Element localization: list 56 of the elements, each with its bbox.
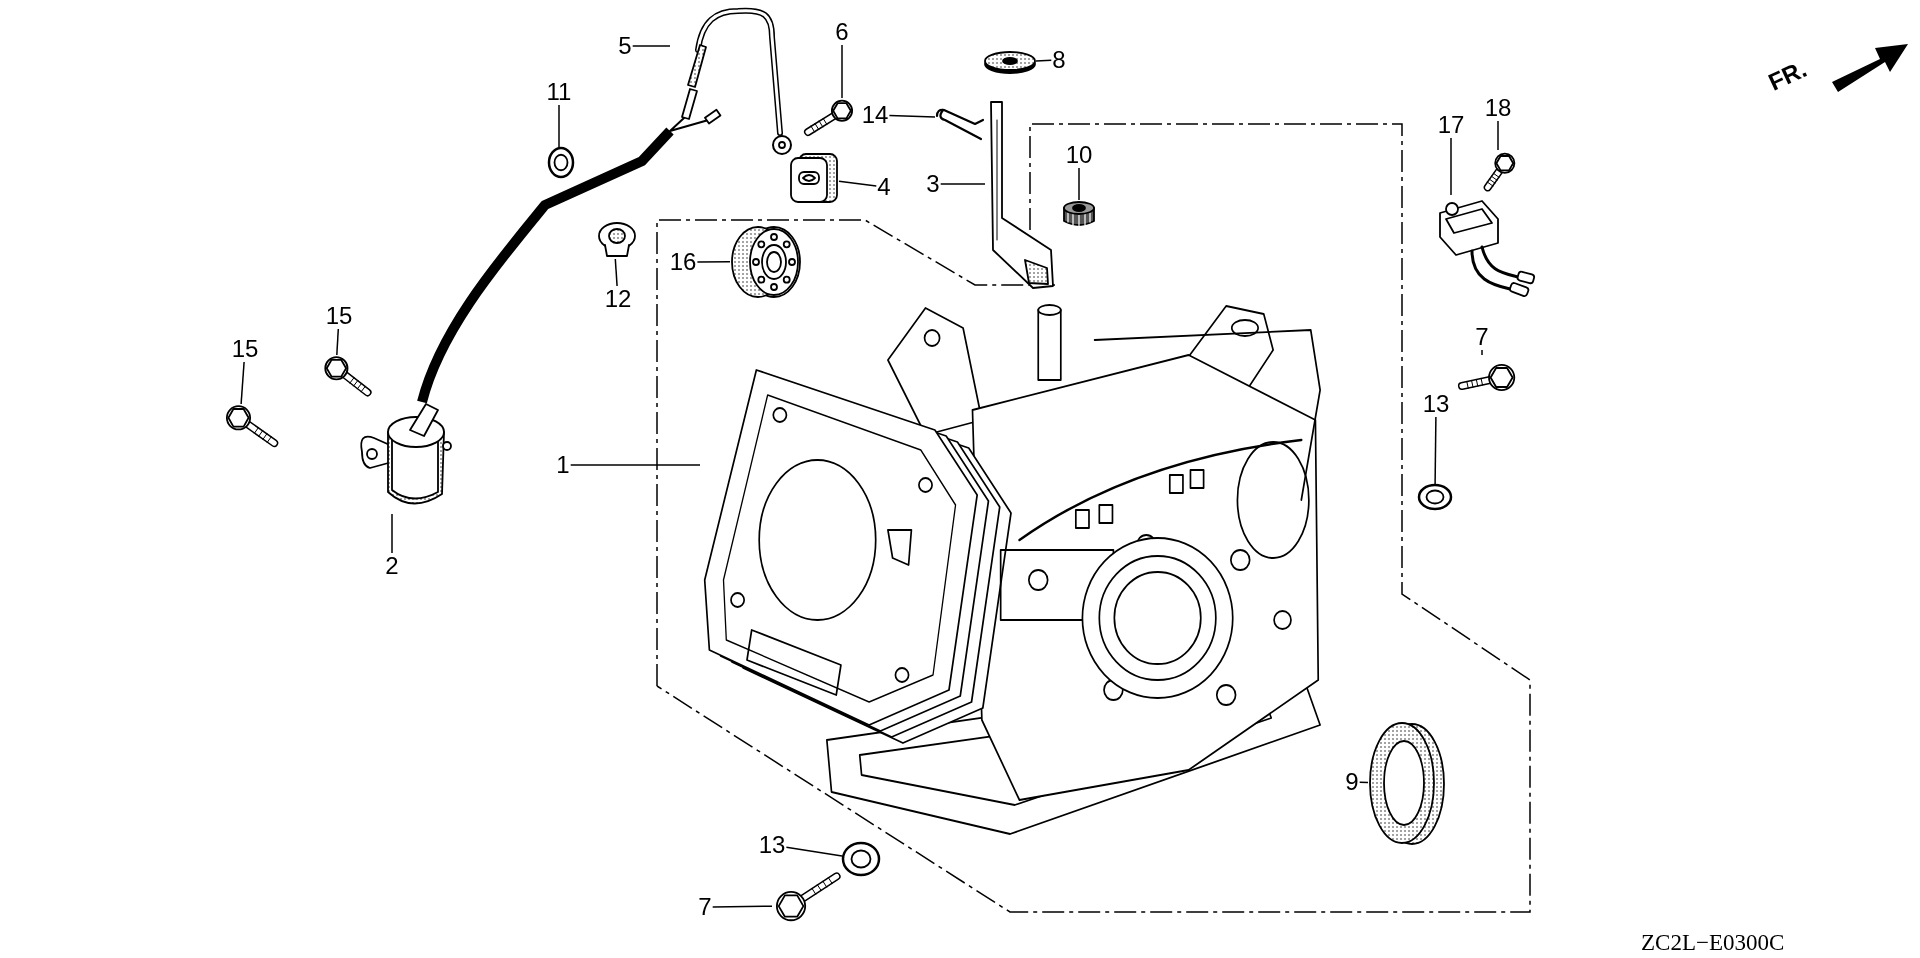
washer-drawing <box>548 147 574 178</box>
leader-line <box>240 361 245 405</box>
leader-line <box>614 258 618 287</box>
callout-number: 15 <box>324 303 354 329</box>
washer-drawing <box>842 842 880 876</box>
leader-line <box>939 183 986 185</box>
collar-drawing <box>1062 200 1096 228</box>
grommet-drawing <box>789 152 839 204</box>
leader-line <box>631 45 671 47</box>
washer-drawing <box>1418 484 1452 510</box>
leader-line <box>558 104 560 148</box>
callout-number: 8 <box>1051 47 1067 73</box>
callout-number: 13 <box>757 832 787 858</box>
callout-number: 5 <box>617 33 633 59</box>
leader-line <box>569 464 701 466</box>
callout-number: 3 <box>925 171 941 197</box>
washer-drawing <box>984 50 1036 74</box>
callout-number: 13 <box>1421 391 1451 417</box>
callout-number: 4 <box>876 174 892 200</box>
bolt-drawing <box>803 98 853 138</box>
leader-line <box>391 513 393 554</box>
callout-number: 18 <box>1483 95 1513 121</box>
callout-number: 17 <box>1436 112 1466 138</box>
callout-number: 7 <box>1474 324 1490 350</box>
leader-line <box>336 328 340 356</box>
callout-number: 9 <box>1344 769 1360 795</box>
leader-line <box>785 846 843 857</box>
bolt-drawing <box>322 355 370 399</box>
leader-line <box>1497 120 1499 151</box>
oil-seal-drawing <box>1368 722 1445 845</box>
callout-number: 14 <box>860 102 890 128</box>
leader-line <box>841 44 843 99</box>
leader-line <box>696 260 731 263</box>
callout-number: 16 <box>668 249 698 275</box>
direction-label: FR. <box>1764 54 1811 97</box>
leader-line <box>888 114 936 118</box>
leader-line <box>1358 781 1369 784</box>
bearing-drawing <box>730 225 802 298</box>
callout-number: 15 <box>230 336 260 362</box>
leader-line <box>711 905 773 908</box>
callout-number: 6 <box>834 19 850 45</box>
leader-line <box>838 180 878 187</box>
leader-line <box>1078 167 1080 201</box>
leader-line <box>1434 416 1437 485</box>
callout-number: 1 <box>555 452 571 478</box>
callout-number: 2 <box>384 553 400 579</box>
callout-number: 11 <box>545 79 573 105</box>
callout-number: 7 <box>697 894 713 920</box>
clip-drawing <box>935 106 985 141</box>
wire-tube <box>417 127 674 404</box>
leader-line <box>1481 349 1483 356</box>
grommet-drawing <box>597 221 637 259</box>
callout-number: 10 <box>1064 142 1094 168</box>
drawing-code: ZC2L−E0300C <box>1641 930 1785 956</box>
callout-number: 12 <box>603 286 633 312</box>
leader-line <box>1450 137 1452 196</box>
